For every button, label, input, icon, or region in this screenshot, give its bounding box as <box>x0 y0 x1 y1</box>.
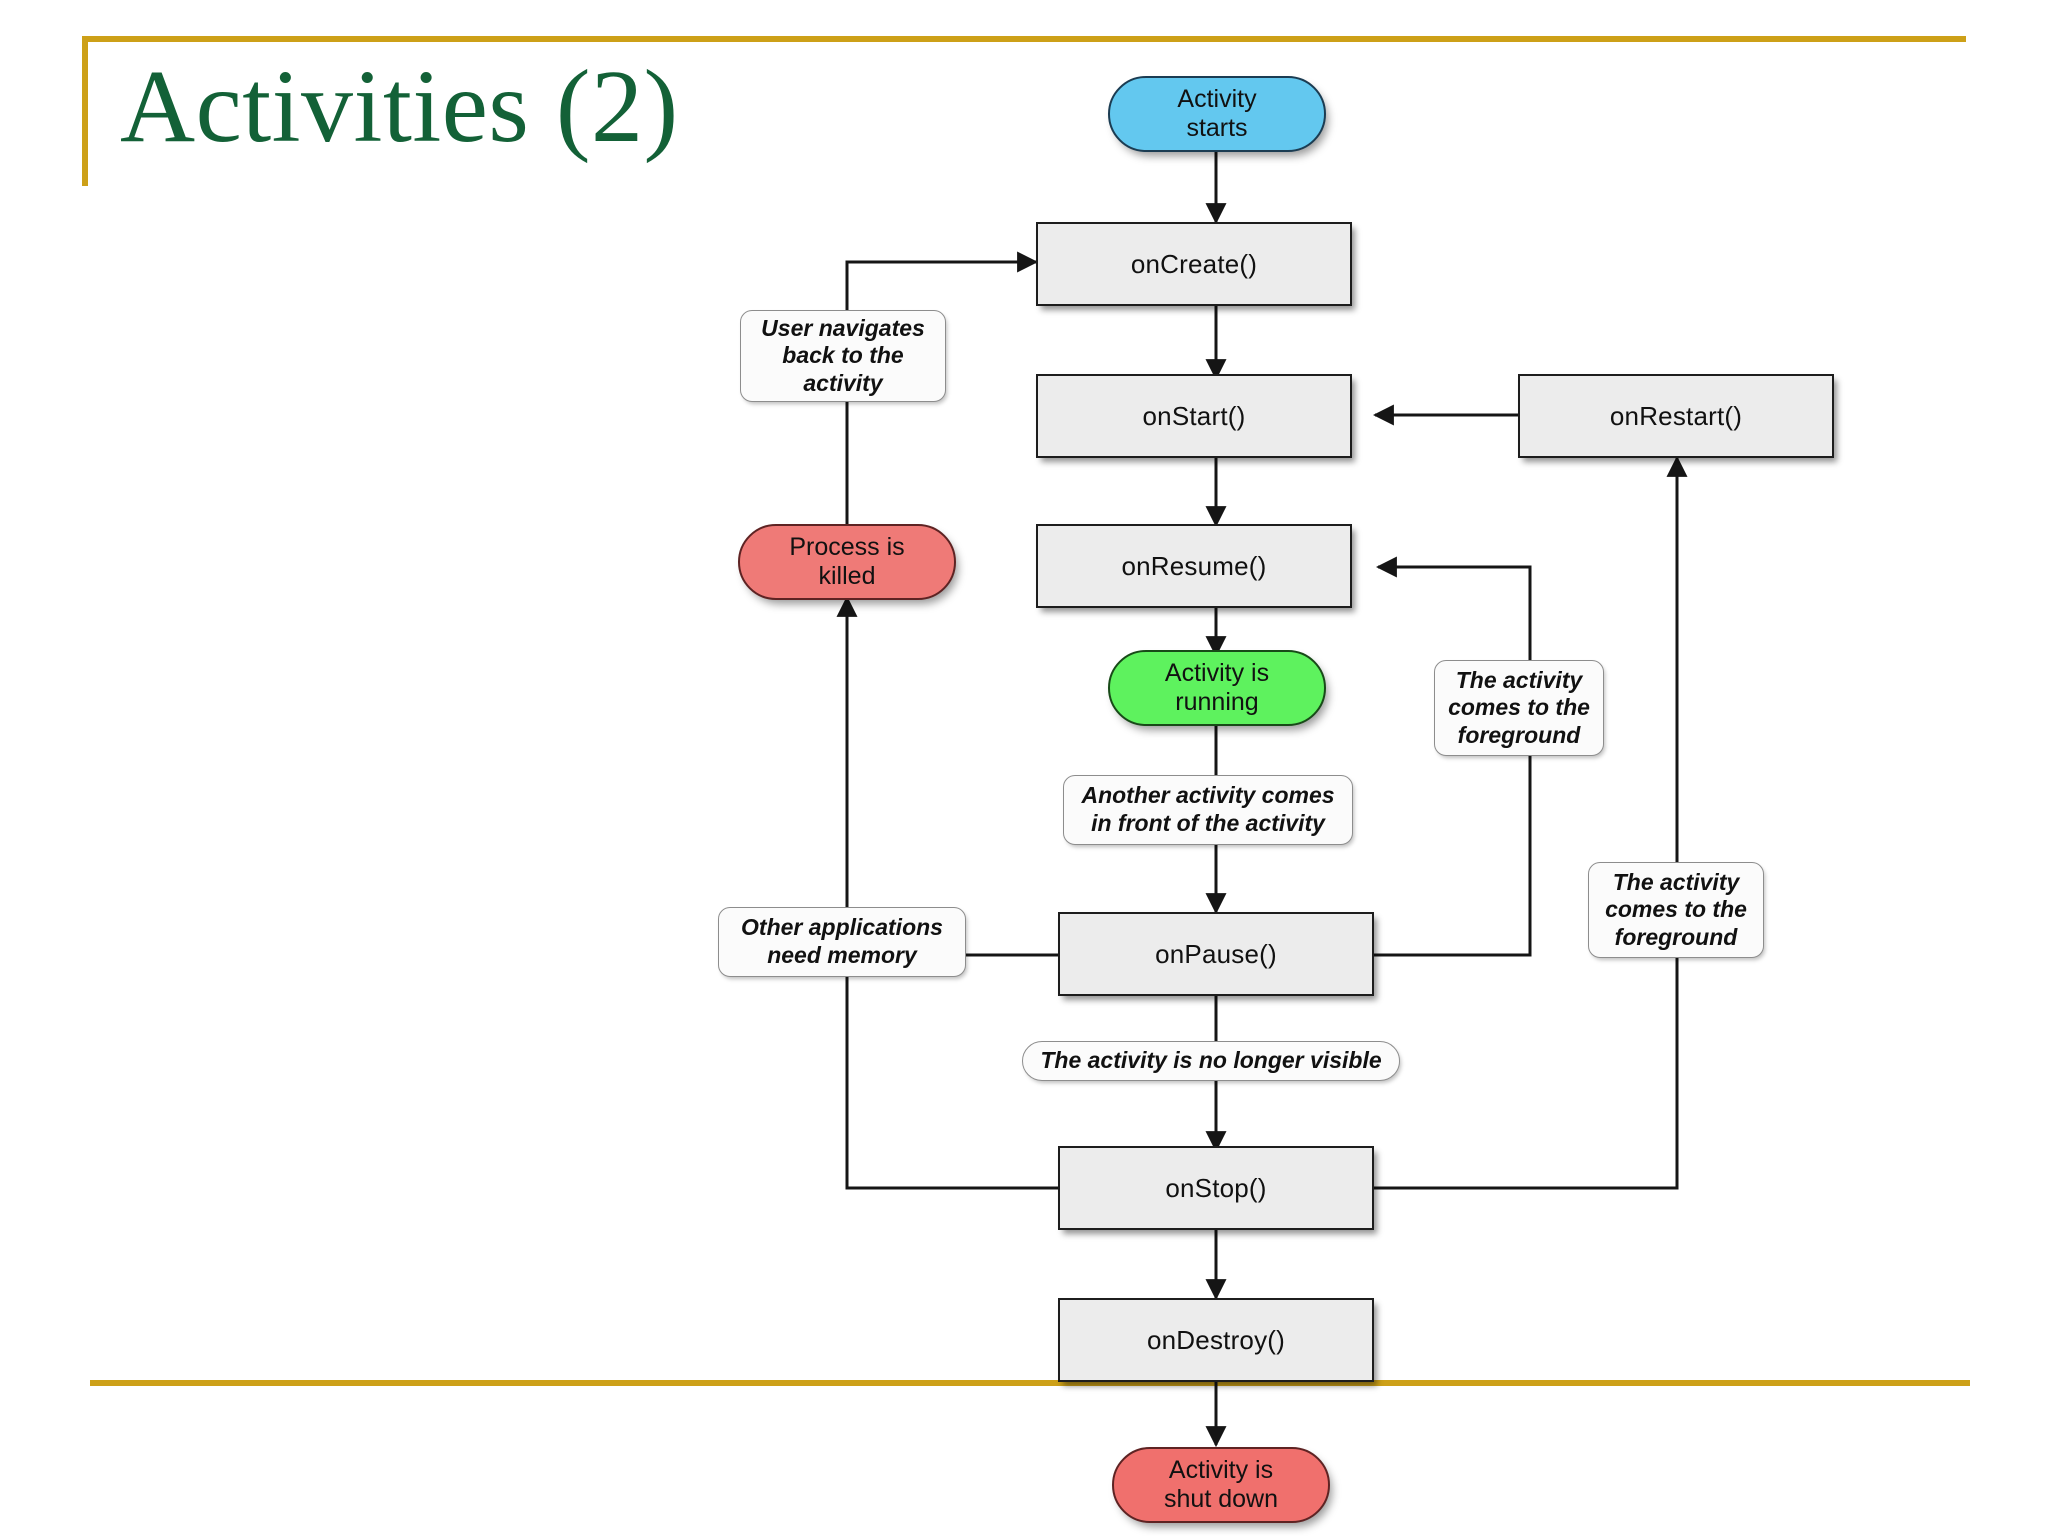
node-activity-starts[interactable]: Activity starts <box>1108 76 1326 152</box>
node-activity-shutdown-line1: Activity is <box>1168 1456 1274 1485</box>
node-onstart-label: onStart() <box>1142 400 1246 431</box>
note-another-activity-front-line2: in front of the activity <box>1091 810 1325 836</box>
note-no-longer-visible: The activity is no longer visible <box>1022 1041 1400 1081</box>
accent-rule-bottom <box>90 1380 1970 1386</box>
note-activity-foreground-lower-line3: foreground <box>1614 923 1738 950</box>
node-onrestart[interactable]: onRestart() <box>1518 374 1834 458</box>
node-onpause[interactable]: onPause() <box>1058 912 1374 996</box>
note-other-apps-memory: Other applications need memory <box>718 907 966 977</box>
node-process-killed[interactable]: Process is killed <box>738 524 956 600</box>
note-activity-foreground-upper-line1: The activity <box>1455 666 1583 693</box>
node-onresume[interactable]: onResume() <box>1036 524 1352 608</box>
node-process-killed-line2: killed <box>818 562 876 590</box>
node-onpause-label: onPause() <box>1155 938 1277 969</box>
note-user-navigates-back-line2: back to the <box>782 342 904 369</box>
note-no-longer-visible-line1: The activity is no longer visible <box>1040 1047 1382 1074</box>
node-process-killed-line1: Process is <box>789 533 905 562</box>
node-activity-shutdown-line2: shut down <box>1164 1485 1278 1513</box>
note-user-navigates-back-line1: User navigates <box>761 314 925 341</box>
note-activity-foreground-lower-line2: comes to the <box>1605 896 1747 923</box>
node-ondestroy-label: onDestroy() <box>1146 1324 1285 1355</box>
node-onstop[interactable]: onStop() <box>1058 1146 1374 1230</box>
node-activity-starts-line2: starts <box>1186 114 1248 142</box>
accent-rule-left <box>82 36 88 186</box>
edge-onstop-to-onrestart <box>1372 455 1688 1190</box>
page-title: Activities (2) <box>120 49 679 164</box>
node-activity-running[interactable]: Activity is running <box>1108 650 1326 726</box>
note-activity-foreground-upper: The activity comes to the foreground <box>1434 660 1604 756</box>
node-activity-starts-line1: Activity <box>1177 85 1257 114</box>
accent-rule-top <box>82 36 1966 42</box>
note-other-apps-memory-line2: need memory <box>767 942 917 968</box>
note-user-navigates-back: User navigates back to the activity <box>740 310 946 402</box>
node-activity-running-line1: Activity is <box>1164 659 1270 688</box>
node-oncreate-label: onCreate() <box>1130 248 1258 279</box>
node-onstart[interactable]: onStart() <box>1036 374 1352 458</box>
node-activity-running-line2: running <box>1175 688 1259 716</box>
edge-onpause-to-onresume <box>1372 556 1532 957</box>
note-another-activity-front-line1: Another activity comes <box>1081 782 1335 809</box>
note-activity-foreground-lower: The activity comes to the foreground <box>1588 862 1764 958</box>
note-another-activity-front: Another activity comes in front of the a… <box>1063 775 1353 845</box>
node-onstop-label: onStop() <box>1165 1172 1267 1203</box>
note-user-navigates-back-line3: activity <box>803 369 883 396</box>
note-other-apps-memory-line1: Other applications <box>741 914 943 941</box>
edge-onpause-to-process-killed <box>836 595 1060 957</box>
note-activity-foreground-lower-line1: The activity <box>1612 868 1740 895</box>
note-activity-foreground-upper-line2: comes to the <box>1448 694 1590 721</box>
node-oncreate[interactable]: onCreate() <box>1036 222 1352 306</box>
node-ondestroy[interactable]: onDestroy() <box>1058 1298 1374 1382</box>
node-onresume-label: onResume() <box>1121 550 1267 581</box>
node-activity-shutdown[interactable]: Activity is shut down <box>1112 1447 1330 1523</box>
note-activity-foreground-upper-line3: foreground <box>1457 721 1581 748</box>
node-onrestart-label: onRestart() <box>1609 400 1743 431</box>
